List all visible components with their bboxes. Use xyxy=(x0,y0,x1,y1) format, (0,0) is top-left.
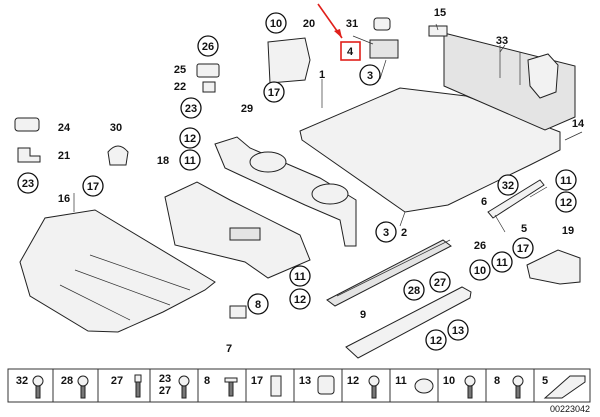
strip-label-8a: 8 xyxy=(204,375,210,387)
guide-rail-upper xyxy=(326,239,452,307)
callout-5: 5 xyxy=(521,223,527,235)
clip-24 xyxy=(14,117,40,132)
strip-label-13: 13 xyxy=(299,375,311,387)
pointer-arrow-head xyxy=(334,29,342,38)
callout-23b: 23 xyxy=(22,178,34,190)
callout-12b: 12 xyxy=(560,197,572,209)
cover-4 xyxy=(369,39,399,59)
callout-29: 29 xyxy=(241,103,253,115)
guide-rail-lower xyxy=(345,286,472,359)
callout-12d: 12 xyxy=(430,335,442,347)
callout-6: 6 xyxy=(481,196,487,208)
strip-label-28: 28 xyxy=(61,375,73,387)
handle-20 xyxy=(267,37,311,84)
callout-32: 32 xyxy=(502,180,514,192)
callout-10a: 10 xyxy=(270,18,282,30)
clip-21 xyxy=(17,147,41,163)
callout-17c: 17 xyxy=(517,243,529,255)
callout-11b: 11 xyxy=(560,175,572,187)
strip-label-17: 17 xyxy=(251,375,263,387)
plug-15 xyxy=(428,25,448,37)
tray-grip xyxy=(229,227,261,241)
callout-24: 24 xyxy=(58,122,71,134)
callout-8: 8 xyxy=(255,299,261,311)
callout-20: 20 xyxy=(303,18,315,30)
callout-labels: 10 20 31 4 3 15 33 1 26 25 22 23 17 29 2… xyxy=(17,7,585,355)
callout-4: 4 xyxy=(347,46,354,58)
strip-label-23: 23 xyxy=(159,373,171,385)
callout-12c: 12 xyxy=(294,294,306,306)
callout-12a: 12 xyxy=(184,133,196,145)
fastener-strip: 32 28 27 23 27 8 17 13 12 11 10 8 5 xyxy=(7,368,591,403)
callout-23a: 23 xyxy=(185,103,197,115)
callout-21: 21 xyxy=(58,150,70,162)
callout-11a: 11 xyxy=(184,155,196,167)
clip-7 xyxy=(229,305,247,319)
seal-strip xyxy=(527,53,559,99)
callout-17b: 17 xyxy=(87,181,99,193)
strip-label-27b: 27 xyxy=(159,385,171,397)
strip-label-10: 10 xyxy=(443,375,455,387)
bracket-ring-b xyxy=(311,183,349,205)
strip-label-12: 12 xyxy=(347,375,359,387)
bracket-ring-a xyxy=(249,151,287,173)
diagram-code: 00223042 xyxy=(550,404,590,414)
cap-31 xyxy=(373,17,391,31)
callout-9: 9 xyxy=(360,309,366,321)
trunk-liner xyxy=(19,209,216,333)
gas-strut xyxy=(487,179,545,219)
callout-14: 14 xyxy=(572,118,585,130)
highlight-box xyxy=(340,41,361,61)
strip-label-27a: 27 xyxy=(111,375,123,387)
callout-27: 27 xyxy=(434,277,446,289)
strip-label-11: 11 xyxy=(395,375,407,387)
callout-31: 31 xyxy=(346,18,358,30)
clip-22 xyxy=(202,81,216,93)
callout-26a: 26 xyxy=(202,41,214,53)
side-bracket xyxy=(526,249,581,285)
trunk-floor-panel xyxy=(299,87,561,213)
callout-17a: 17 xyxy=(268,87,280,99)
callout-10b: 10 xyxy=(474,265,486,277)
callout-7: 7 xyxy=(226,343,232,355)
callout-25: 25 xyxy=(174,64,186,76)
callout-1: 1 xyxy=(319,69,325,81)
callout-28: 28 xyxy=(408,285,420,297)
callout-3a: 3 xyxy=(367,70,373,82)
strip-label-5: 5 xyxy=(542,375,548,387)
callout-30: 30 xyxy=(110,122,122,134)
callout-33: 33 xyxy=(496,35,508,47)
callout-11c: 11 xyxy=(496,257,508,269)
clip-30 xyxy=(107,145,129,166)
clip-25 xyxy=(196,63,220,78)
callout-16: 16 xyxy=(58,193,70,205)
strip-label-8b: 8 xyxy=(494,375,500,387)
callout-26b: 26 xyxy=(474,240,486,252)
callout-11d: 11 xyxy=(294,271,306,283)
callout-19: 19 xyxy=(562,225,574,237)
callout-18: 18 xyxy=(157,155,169,167)
callout-15: 15 xyxy=(434,7,446,19)
callout-22: 22 xyxy=(174,81,186,93)
fastener-icons xyxy=(32,374,586,399)
callout-3b: 3 xyxy=(383,227,389,239)
strip-label-32: 32 xyxy=(16,375,28,387)
callout-2: 2 xyxy=(401,227,407,239)
callout-13: 13 xyxy=(452,325,464,337)
